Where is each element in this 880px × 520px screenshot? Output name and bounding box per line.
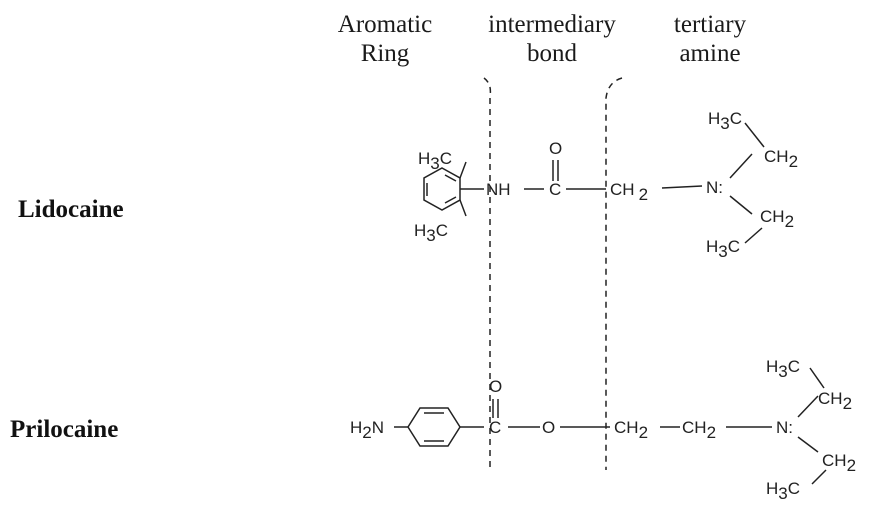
lido-ch2-top-right: CH2	[764, 147, 798, 171]
header-aromatic-line1: Aromatic	[337, 11, 433, 38]
prilo-bond-ethyl-bottom	[811, 469, 827, 485]
prilo-h2n: H2N	[350, 418, 384, 442]
header-tertiary-amine: tertiary amine	[640, 10, 780, 68]
header-amine-line1: tertiary	[673, 11, 747, 38]
header-intermediary-bond: intermediary bond	[462, 10, 642, 68]
header-intermediary-line2: bond	[527, 40, 577, 67]
prilo-carbonyl-c: C	[489, 418, 501, 437]
header-aromatic-line2: Ring	[360, 40, 410, 67]
lido-bond-ethyl-top	[744, 122, 765, 148]
header-intermediary-line1: intermediary	[488, 11, 616, 38]
lido-h3c-top-right: H3C	[708, 109, 742, 133]
prilocaine-benzene-ring	[407, 407, 461, 447]
drug-name-prilocaine: Prilocaine	[10, 416, 119, 443]
lido-nh: NH	[486, 180, 511, 199]
lido-bond-ethyl-bottom	[744, 227, 763, 244]
lido-ch2-bottom-right: CH2	[760, 207, 794, 231]
divider-right	[605, 77, 623, 470]
prilo-amine-n: N:	[776, 418, 793, 437]
prilo-ch2-top-right: CH2	[818, 389, 852, 413]
lidocaine-benzene-ring	[423, 167, 461, 211]
prilo-bond-n-ethyl-bottom	[797, 436, 819, 453]
prilo-ch2-bottom-right: CH2	[822, 451, 856, 475]
lido-bond-ring-methyl-bottom	[459, 199, 467, 217]
lido-carbonyl-o: O	[549, 139, 562, 158]
prilo-bond-ethyl-top	[809, 367, 825, 389]
prilocaine-atom-labels: H2N O C O CH2 CH2 N: H3C CH2 CH2 H3C	[350, 357, 856, 503]
lido-h3c-top-left: H3C	[418, 149, 452, 173]
lido-carbonyl-c: C	[549, 180, 561, 199]
header-aromatic-ring: Aromatic Ring	[325, 10, 445, 68]
lido-h3c-bottom-right: H3C	[706, 237, 740, 261]
prilo-ester-o: O	[542, 418, 555, 437]
lido-amine-n: N:	[706, 178, 723, 197]
prilo-ch2-b: CH2	[682, 418, 716, 442]
divider-left	[483, 77, 492, 470]
prilo-bond-n-ethyl-top	[797, 395, 819, 418]
prilo-h3c-top-right: H3C	[766, 357, 800, 381]
drug-name-lidocaine: Lidocaine	[18, 196, 124, 223]
header-amine-line2: amine	[679, 40, 741, 67]
prilo-ch2-a: CH2	[614, 418, 648, 442]
lido-bond-ch2-n	[661, 185, 703, 189]
prilo-carbonyl-o: O	[489, 377, 502, 396]
prilo-h3c-bottom-right: H3C	[766, 479, 800, 503]
lido-h3c-bottom-left: H3C	[414, 221, 448, 245]
lido-bond-n-ethyl-bottom	[729, 195, 753, 215]
lido-bond-n-ethyl-top	[729, 153, 753, 179]
lido-bond-ring-methyl-top	[459, 161, 467, 179]
